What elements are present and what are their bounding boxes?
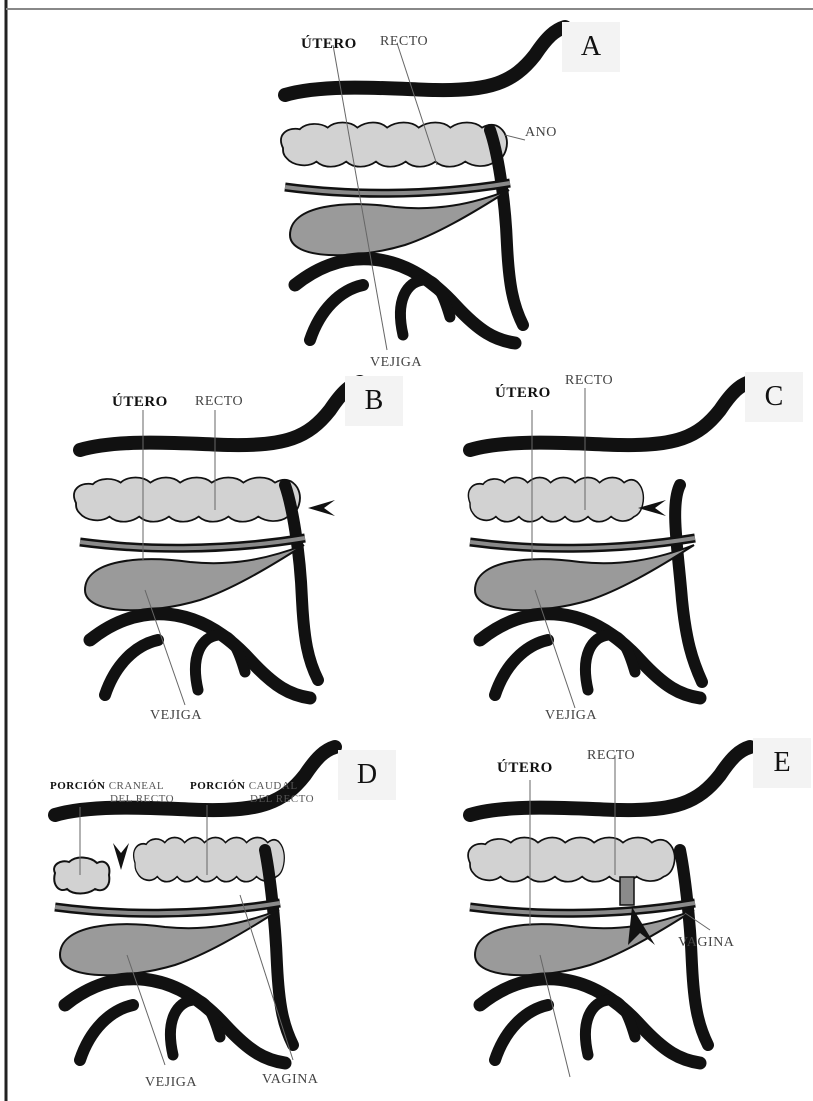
panel-e [468, 747, 750, 1077]
label-vejiga-a: VEJIGA [370, 355, 422, 371]
panel-c [468, 382, 750, 708]
label-recto-e: RECTO [587, 748, 635, 764]
panel-b [74, 382, 360, 705]
panel-letter-e: E [753, 738, 811, 788]
panel-letter-c: C [745, 372, 803, 422]
label-utero-a: ÚTERO [301, 36, 357, 53]
label-utero-c: ÚTERO [495, 385, 551, 402]
label-caudal: CAUDAL [249, 780, 298, 792]
label-porcion-craneal: PORCIÓN CRANEAL DEL RECTO [50, 780, 174, 806]
label-porcion-1: PORCIÓN [50, 780, 105, 792]
label-del-recto-2: DEL RECTO [250, 793, 314, 805]
label-ano: ANO [525, 125, 557, 141]
label-vagina-e: VAGINA [678, 935, 734, 951]
label-recto-b: RECTO [195, 394, 243, 410]
label-utero-b: ÚTERO [112, 394, 168, 411]
label-del-recto-1: DEL RECTO [110, 793, 174, 805]
arrowhead [308, 500, 335, 516]
label-craneal: CRANEAL [109, 780, 164, 792]
label-vejiga-c: VEJIGA [545, 708, 597, 724]
panel-letter-b: B [345, 376, 403, 426]
label-recto-a: RECTO [380, 34, 428, 50]
label-vejiga-d: VEJIGA [145, 1075, 197, 1091]
panel-a [281, 27, 565, 350]
label-porcion-2: PORCIÓN [190, 780, 245, 792]
arrowhead [113, 843, 129, 870]
label-recto-c: RECTO [565, 373, 613, 389]
label-porcion-caudal: PORCIÓN CAUDAL DEL RECTO [190, 780, 314, 806]
label-utero-e: ÚTERO [497, 760, 553, 777]
label-vejiga-b: VEJIGA [150, 708, 202, 724]
panel-letter-a: A [562, 22, 620, 72]
label-vagina-d: VAGINA [262, 1072, 318, 1088]
panel-letter-d: D [338, 750, 396, 800]
